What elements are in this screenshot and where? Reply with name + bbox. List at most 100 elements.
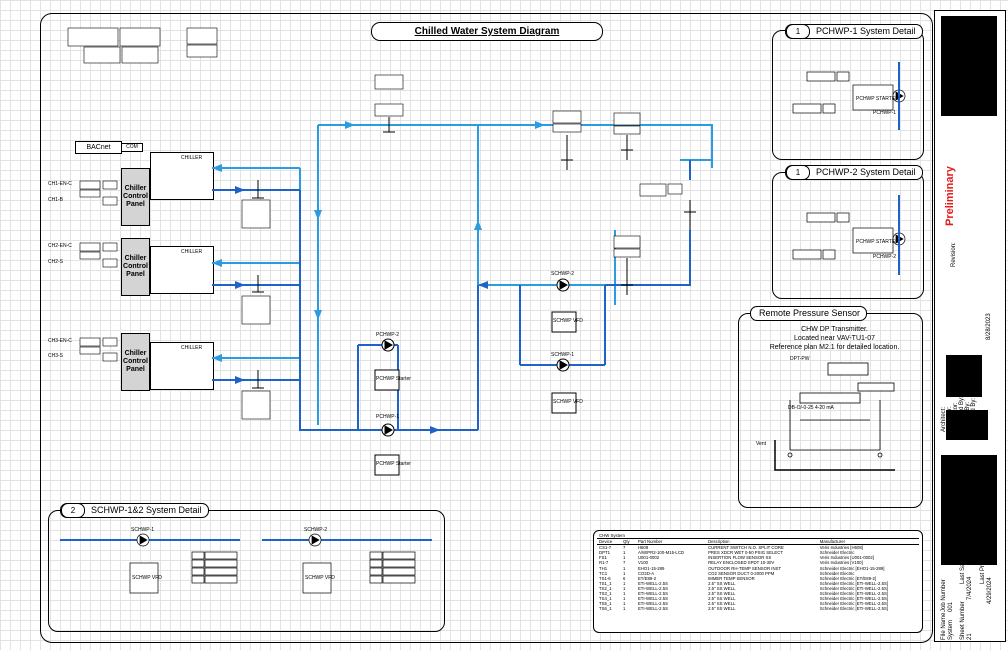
bom-cell: TH1	[599, 565, 608, 571]
schwp-detail-box	[48, 510, 445, 632]
chiller-control-panel-2: Chiller Control Panel	[121, 238, 150, 296]
point-boxes	[67, 27, 683, 420]
main-frame	[40, 13, 933, 643]
pump-pchwp1	[374, 423, 400, 476]
bom-cell: A/W/PR2-100-M15-LCD	[637, 550, 685, 556]
bom-cell: V100	[637, 560, 648, 566]
bill-of-materials: CHW System Device Qty Part Number Descri…	[593, 530, 923, 633]
date-1: 8/28/2023	[986, 313, 992, 340]
bom-cell: CO2 SENSOR DUCT 0-2000 PPM	[708, 570, 775, 576]
bom-cell: ETI-WELL-2.5S	[637, 580, 669, 586]
bom-cell: CO2D-A	[637, 570, 655, 576]
bom-cell: Schneider Electric [EHO1-15-289]	[819, 565, 885, 571]
ch3-point-2: CH3-S	[48, 353, 64, 359]
pump-pchwp2	[374, 338, 400, 391]
ch2-point-1: CH2-EN-C	[48, 243, 72, 249]
bom-cell: 6	[622, 575, 626, 581]
dpt-signal-label: DB-O/-0-25 4-20 mA	[788, 405, 834, 411]
bom-col-qty: Qty	[620, 538, 636, 546]
bom-cell: ETI-WELL-2.5S	[637, 591, 669, 597]
bom-cell: ETI-WELL-2.5S	[637, 596, 669, 602]
bom-cell: 1	[622, 591, 626, 597]
bom-table: CHW System Device Qty Part Number Descri…	[597, 533, 919, 611]
bom-cell: 1	[622, 565, 626, 571]
redact-block-2	[946, 410, 988, 440]
chiller-3: CHILLER	[150, 342, 214, 390]
bom-cell: 7	[622, 545, 626, 551]
file-name-label: File Name	[941, 612, 947, 640]
last-saved-label: Last Saved	[960, 553, 966, 584]
bom-cell: Schneider Electric	[819, 570, 855, 576]
pchwp1-detail-number: 1	[786, 24, 810, 39]
bom-header: CHW System	[597, 533, 919, 540]
sheet-number-label: Sheet Number	[960, 601, 966, 640]
remote-sensor-note: CHW DP Transmitter. Located near VAV-TU1…	[752, 325, 917, 352]
remote-sensor-tab: Remote Pressure Sensor	[750, 306, 868, 321]
bom-cell: 2.5" SS WELL	[708, 596, 736, 602]
bom-cell: ETI-WELL-2.5S	[637, 606, 669, 612]
pchwp2-detail-number: 1	[786, 165, 810, 180]
checked-by-label: Checked By:	[971, 397, 977, 432]
pchwp1-label: PCHWP-1	[376, 414, 400, 420]
pchwp2-pump-label: PCHWP-2	[873, 254, 897, 260]
bom-cell: 1	[622, 596, 626, 602]
chiller-1-label: CHILLER	[181, 155, 203, 161]
bom-cell: DPT1	[599, 550, 610, 556]
bom-cell: R1-7	[599, 560, 609, 566]
remote-note-line-2: Located near VAV-TU1-07	[793, 335, 876, 342]
pchwp1-starter: PCHWP Starter	[376, 461, 411, 467]
ch1-point-2: CH1-B	[48, 197, 64, 203]
bom-cell: Veris Industries [V100]	[819, 560, 863, 566]
bom-cell: ET/E89-2	[637, 575, 657, 581]
job-number-label: Job Number	[941, 579, 947, 612]
diagram-title: Chilled Water System Diagram	[371, 22, 603, 41]
pchwp2-detail-title: PCHWP-2 System Detail	[816, 167, 916, 177]
bom-cell: RELAY ENCLOSED SPDT 10-30V	[708, 560, 775, 566]
chiller-2-label: CHILLER	[181, 249, 203, 255]
chiller-1: CHILLER	[150, 152, 214, 200]
schwp-detail-title: SCHWP-1&2 System Detail	[91, 505, 202, 515]
bom-cell: Veris Industries [H608]	[819, 545, 863, 551]
bom-cell: TS1_1	[599, 580, 612, 586]
pchwp1-detail-tab: 1 PCHWP-1 System Detail	[785, 24, 923, 39]
bom-cell: 1	[622, 580, 626, 586]
pump-schwp2	[551, 278, 577, 333]
bom-cell: CURRENT SWITCH N.O. SPLIT CORE	[708, 545, 784, 551]
schwp1-vfd-label: SCHWP VFD	[132, 575, 162, 581]
bom-cell: TS5_1	[599, 601, 612, 607]
pchwp1-starter-label: PCHWP STARTER	[856, 96, 899, 102]
dpt-label: DPT-PW	[790, 356, 810, 362]
bom-cell: FS1	[599, 555, 607, 561]
chw-return-piping	[212, 160, 691, 431]
bom-cell: CS1-7	[599, 545, 612, 551]
bom-col-desc: Description	[706, 538, 818, 546]
pchwp2-detail-box	[772, 172, 924, 299]
pchwp2-detail-tab: 1 PCHWP-2 System Detail	[785, 165, 923, 180]
bom-cell: Schneider Electric	[819, 550, 855, 556]
schwp-detail-tab: 2 SCHWP-1&2 System Detail	[60, 503, 209, 518]
bom-cell: PRES XDCR WET 0-50 PSIG SELECT	[708, 550, 783, 556]
bom-cell: Schneider Electric [ETI-WELL-2.5S]	[819, 580, 889, 586]
schwp1-label: SCHWP-1	[551, 352, 575, 358]
bom-cell: Schneider Electric [ETI-WELL-2.5S]	[819, 601, 889, 607]
bom-cell: 7	[622, 560, 626, 566]
ch3-point-1: CH3-EN-C	[48, 338, 72, 344]
schwp2-detail-label: SCHWP-2	[304, 527, 328, 533]
bom-cell: Schneider Electric [ETI-WELL-2.5S]	[819, 606, 889, 612]
bom-col-part: Part Number	[635, 538, 707, 546]
ch1-point-1: CH1-EN-C	[48, 181, 72, 187]
bom-cell: Schneider Electric [ETI-WELL-2.5S]	[819, 585, 889, 591]
bom-cell: Schneider Electric [ET/E89-2]	[819, 575, 877, 581]
pchwp2-detail-art	[792, 195, 906, 275]
job-number: 001	[948, 601, 954, 612]
com-tag: COM	[121, 143, 143, 152]
schwp-detail-number: 2	[61, 503, 85, 518]
bom-cell: ETI-WELL-2.5S	[637, 585, 669, 591]
